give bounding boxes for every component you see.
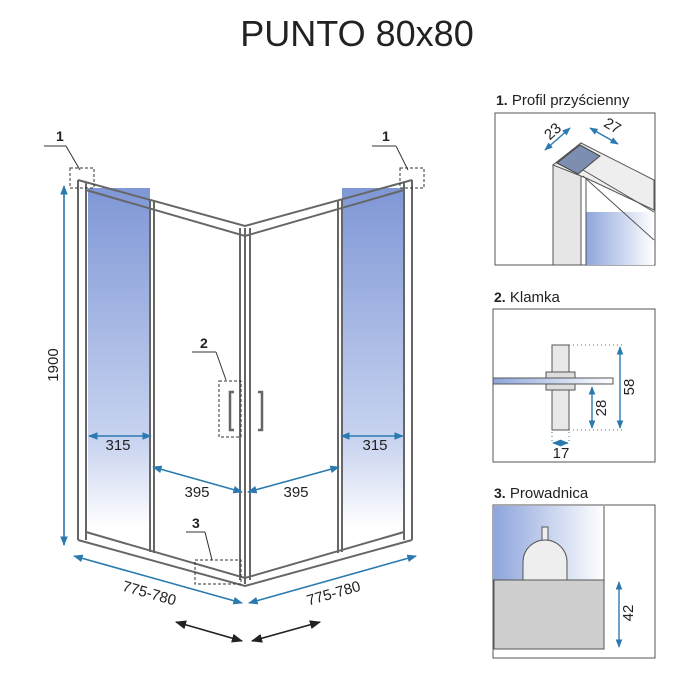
detail-handle: 2. Klamka 58 28 17	[492, 289, 656, 463]
shower-enclosure	[77, 179, 413, 588]
dimension-lines	[60, 185, 417, 605]
svg-text:2. Klamka: 2. Klamka	[494, 289, 561, 306]
detail-1-number: 1.	[496, 92, 508, 108]
fixed-glass-right	[342, 188, 404, 528]
callouts	[44, 145, 425, 585]
svg-text:1. Profil przyścienny: 1. Profil przyścienny	[496, 92, 630, 109]
fixed-glass-left	[88, 188, 150, 528]
detail-2-label: Klamka	[510, 289, 561, 306]
sliding-direction-arrows	[174, 620, 322, 643]
side-right-label: 775-780	[305, 578, 363, 610]
guide-height-label: 42	[620, 605, 637, 622]
door-width-right-label: 395	[283, 484, 308, 501]
handle-height-label: 58	[621, 379, 638, 396]
detail-1-label: Profil przyścienny	[512, 92, 630, 109]
detail-3-label: Prowadnica	[510, 485, 589, 502]
detail-2-number: 2.	[494, 289, 506, 305]
profile-width-label: 27	[601, 115, 624, 138]
detail-wall-profile: 1. Profil przyścienny 23 27	[494, 92, 656, 266]
callout-2: 2	[200, 335, 208, 351]
svg-text:3. Prowadnica: 3. Prowadnica	[494, 485, 589, 502]
fixed-width-left-label: 315	[105, 437, 130, 454]
height-label: 1900	[45, 348, 62, 381]
detail-guide: 3. Prowadnica 42	[492, 485, 656, 659]
detail-3-number: 3.	[494, 485, 506, 501]
page-title: PUNTO 80x80	[240, 13, 473, 54]
handle-half-height-label: 28	[593, 400, 610, 417]
callout-1-left: 1	[56, 128, 64, 144]
door-width-left-label: 395	[184, 484, 209, 501]
handle-width-label: 17	[553, 445, 570, 462]
fixed-width-right-label: 315	[362, 437, 387, 454]
callout-3: 3	[192, 515, 200, 531]
door-handles	[228, 390, 264, 432]
callout-1-right: 1	[382, 128, 390, 144]
